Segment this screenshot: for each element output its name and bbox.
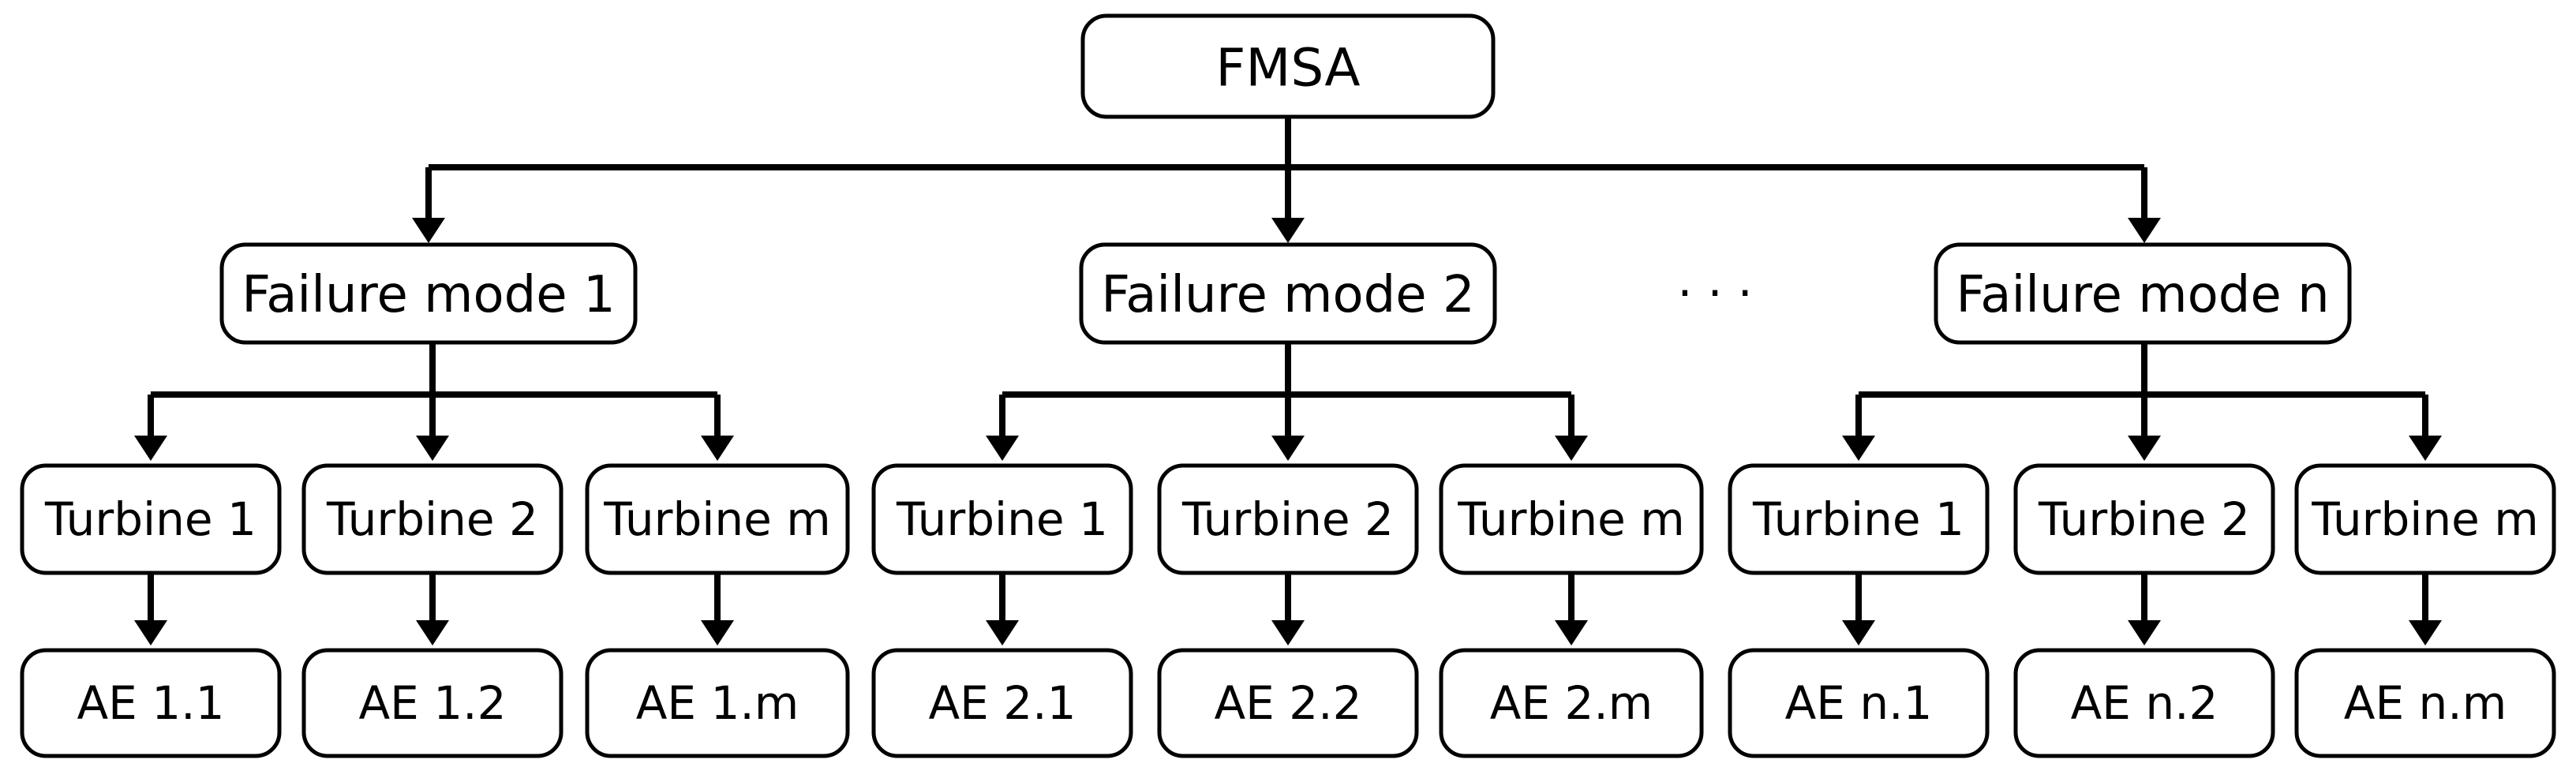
ae-label: AE 2.m bbox=[1490, 676, 1653, 730]
turbine-label: Turbine 2 bbox=[326, 492, 538, 546]
ae-label: AE 2.1 bbox=[929, 676, 1076, 730]
arrow-ae-n-1 bbox=[1842, 620, 1875, 645]
ae-label: AE 1.m bbox=[636, 676, 799, 730]
failure-mode-n-label: Failure mode n bbox=[1956, 266, 2329, 324]
turbine-node: Turbine 1 bbox=[1728, 463, 1990, 575]
turbine-node: Turbine m bbox=[1439, 463, 1704, 575]
diagram-edges bbox=[134, 118, 2442, 645]
ae-node: AE n.2 bbox=[2013, 648, 2275, 758]
ae-node: AE 1.m bbox=[585, 648, 850, 758]
arrow-m1-t2 bbox=[416, 436, 449, 461]
arrow-ae-n-2 bbox=[2128, 620, 2161, 645]
arrow-m2-tm bbox=[1555, 436, 1588, 461]
ae-label: AE n.m bbox=[2344, 676, 2507, 730]
turbine-label: Turbine m bbox=[1457, 492, 1685, 546]
arrow-to-mode2 bbox=[1271, 218, 1305, 243]
arrow-ae-2-m bbox=[1555, 620, 1588, 645]
ae-label: AE 1.1 bbox=[77, 676, 225, 730]
root-node: FMSA bbox=[1080, 13, 1496, 119]
ae-label: AE n.2 bbox=[2071, 676, 2218, 730]
failure-mode-n-node: Failure mode n bbox=[1934, 242, 2352, 345]
ae-node: AE n.1 bbox=[1728, 648, 1990, 758]
ae-node: AE n.m bbox=[2294, 648, 2556, 758]
turbine-node: Turbine m bbox=[2294, 463, 2556, 575]
ae-node: AE 1.2 bbox=[301, 648, 564, 758]
turbine-node: Turbine 2 bbox=[2013, 463, 2275, 575]
turbine-node: Turbine 2 bbox=[1157, 463, 1419, 575]
turbine-node: Turbine 1 bbox=[20, 463, 282, 575]
ae-node: AE 1.1 bbox=[20, 648, 282, 758]
turbine-label: Turbine 2 bbox=[1181, 492, 1394, 546]
arrow-ae-n-m bbox=[2409, 620, 2442, 645]
turbine-label: Turbine m bbox=[2311, 492, 2539, 546]
arrow-m1-t1 bbox=[134, 436, 167, 461]
arrow-ae-1-2 bbox=[416, 620, 449, 645]
root-label: FMSA bbox=[1215, 38, 1360, 99]
failure-mode-1-label: Failure mode 1 bbox=[242, 266, 615, 324]
failure-mode-2-node: Failure mode 2 bbox=[1079, 242, 1497, 345]
ae-node: AE 2.2 bbox=[1157, 648, 1419, 758]
arrow-ae-2-1 bbox=[986, 620, 1019, 645]
ae-label: AE 1.2 bbox=[359, 676, 507, 730]
ae-node: AE 2.m bbox=[1439, 648, 1704, 758]
failure-mode-2-label: Failure mode 2 bbox=[1101, 266, 1474, 324]
arrow-m3-t1 bbox=[1842, 436, 1875, 461]
arrow-m2-t1 bbox=[986, 436, 1019, 461]
ae-node: AE 2.1 bbox=[871, 648, 1133, 758]
arrow-to-mode3 bbox=[2128, 218, 2161, 243]
turbine-label: Turbine 1 bbox=[44, 492, 256, 546]
arrow-m2-t2 bbox=[1271, 436, 1305, 461]
ellipsis: · · · bbox=[1677, 266, 1752, 321]
arrow-m1-tm bbox=[701, 436, 734, 461]
turbine-label: Turbine m bbox=[603, 492, 831, 546]
turbine-label: Turbine 1 bbox=[896, 492, 1108, 546]
turbine-label: Turbine 2 bbox=[2038, 492, 2250, 546]
arrow-ae-1-m bbox=[701, 620, 734, 645]
arrow-to-mode1 bbox=[412, 218, 445, 243]
ae-label: AE 2.2 bbox=[1215, 676, 1362, 730]
arrow-ae-2-2 bbox=[1271, 620, 1305, 645]
arrow-m3-t2 bbox=[2128, 436, 2161, 461]
ae-label: AE n.1 bbox=[1785, 676, 1933, 730]
turbine-label: Turbine 1 bbox=[1752, 492, 1964, 546]
arrow-m3-tm bbox=[2409, 436, 2442, 461]
turbine-node: Turbine 1 bbox=[871, 463, 1133, 575]
failure-mode-1-node: Failure mode 1 bbox=[219, 242, 638, 345]
turbine-node: Turbine 2 bbox=[301, 463, 564, 575]
arrow-ae-1-1 bbox=[134, 620, 167, 645]
turbine-node: Turbine m bbox=[585, 463, 850, 575]
